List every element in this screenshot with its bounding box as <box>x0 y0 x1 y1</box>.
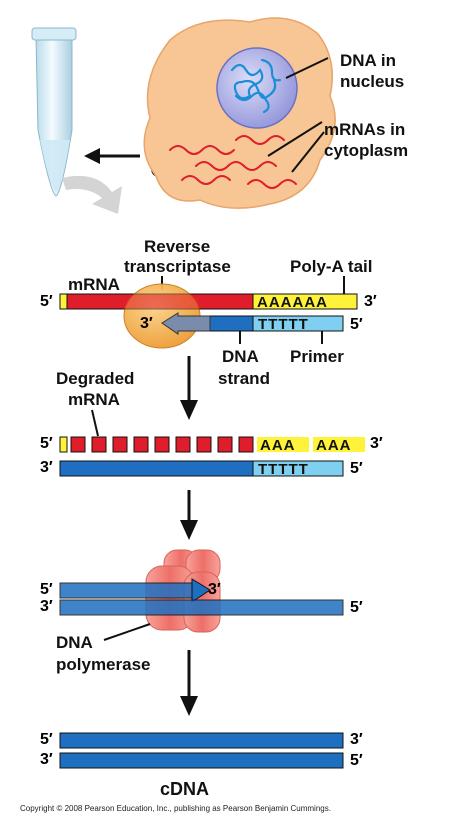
cdna-strand-top <box>59 732 344 749</box>
step1-mrna-cap <box>59 293 68 310</box>
step2-poly-a-sequence-2: AAA <box>316 437 352 454</box>
step3-bottom-3-prime: 3′ <box>40 598 53 615</box>
step2-top-5-prime: 5′ <box>40 435 53 452</box>
step1-dna-5-prime: 5′ <box>350 316 363 333</box>
transfer-curved-arrow <box>62 175 122 214</box>
label-dna-in-nucleus-2: nucleus <box>340 72 404 91</box>
test-tube <box>31 27 77 197</box>
step2-poly-a-segment-1 <box>257 437 309 452</box>
label-dna-polymerase-1: DNA <box>56 633 93 652</box>
label-dna-strand-1: DNA <box>222 347 259 366</box>
step1-poly-a-sequence: AAAAAA <box>257 294 328 311</box>
label-degraded-mrna-2: mRNA <box>68 390 120 409</box>
mrna-pointer-2 <box>291 131 325 173</box>
step3-bottom-5-prime: 5′ <box>350 599 363 616</box>
dna-nucleus-pointer <box>285 57 329 79</box>
mrna-pointer-1 <box>267 121 323 157</box>
step1-mrna-strand-front <box>66 293 254 310</box>
step-arrow-2 <box>180 490 198 540</box>
step2-poly-t-sequence: TTTTT <box>258 461 309 478</box>
step1-mrna-5-prime: 5′ <box>40 293 53 310</box>
step1-mrna-3-prime: 3′ <box>364 293 377 310</box>
step2-primer <box>252 460 344 477</box>
degraded-mrna-pointer <box>91 409 99 437</box>
step1-poly-t-sequence: TTTTT <box>258 316 309 333</box>
cytoplasmic-mrnas <box>169 135 297 189</box>
step1-primer <box>252 315 344 332</box>
step3-new-strand <box>59 582 193 599</box>
label-degraded-mrna-1: Degraded <box>56 369 134 388</box>
step2-poly-a-sequence-1: AAA <box>260 437 296 454</box>
step2-dna-strand <box>59 460 254 477</box>
step1-synthesis-arrow <box>161 312 211 335</box>
label-dna-in-nucleus-1: DNA in <box>340 51 396 70</box>
label-reverse-transcriptase-2: transcriptase <box>124 257 231 276</box>
label-primer: Primer <box>290 347 344 366</box>
step4-top-5-prime: 5′ <box>40 731 53 748</box>
nuclear-dna-strand <box>230 58 282 114</box>
step2-poly-a-segment-2 <box>313 437 365 452</box>
step1-poly-a-tail <box>252 293 358 310</box>
label-reverse-transcriptase-1: Reverse <box>144 237 210 256</box>
label-poly-a-tail: Poly-A tail <box>290 257 373 276</box>
label-dna-strand-2: strand <box>218 369 270 388</box>
step4-bottom-3-prime: 3′ <box>40 751 53 768</box>
label-mrnas-cytoplasm-2: cytoplasm <box>324 141 408 160</box>
step2-top-3-prime: 3′ <box>370 435 383 452</box>
step-arrow-3 <box>180 650 198 716</box>
polymerase-pointer <box>103 623 151 641</box>
step2-cap <box>59 436 68 453</box>
label-dna-polymerase-2: polymerase <box>56 655 151 674</box>
extraction-arrow <box>84 148 140 164</box>
step2-bottom-5-prime: 5′ <box>350 460 363 477</box>
step3-top-5-prime: 5′ <box>40 581 53 598</box>
step3-template-strand <box>59 599 344 616</box>
label-mrna: mRNA <box>68 275 120 294</box>
step4-bottom-5-prime: 5′ <box>350 752 363 769</box>
label-cdna: cDNA <box>160 779 209 799</box>
copyright-notice: Copyright © 2008 Pearson Education, Inc.… <box>20 804 331 813</box>
step2-bottom-3-prime: 3′ <box>40 459 53 476</box>
step-arrow-1 <box>180 356 198 420</box>
step1-dna-3-prime: 3′ <box>140 315 153 332</box>
step3-synthesis-arrowhead <box>191 578 211 603</box>
degraded-mrna-fragments <box>70 436 254 453</box>
label-mrnas-cytoplasm-1: mRNAs in <box>324 120 405 139</box>
cdna-strand-bottom <box>59 752 344 769</box>
step3-top-3-prime: 3′ <box>208 581 221 598</box>
step4-top-3-prime: 3′ <box>350 731 363 748</box>
